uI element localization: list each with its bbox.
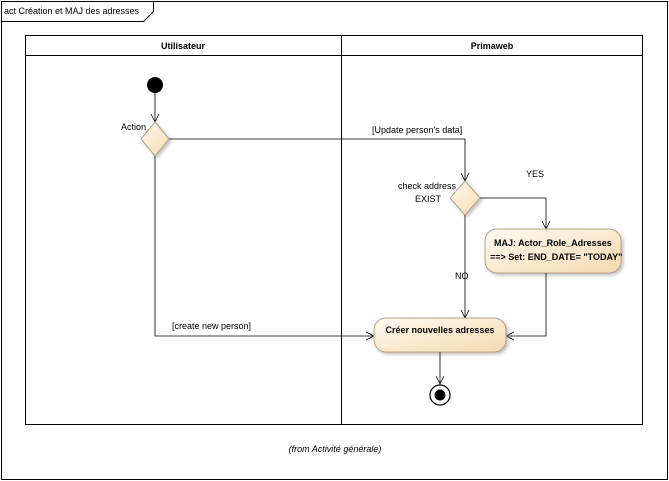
decision-action-label: Action: [121, 122, 146, 132]
frame-title-tab: [1, 1, 154, 22]
initial-node[interactable]: [147, 77, 163, 93]
guard-create-new-person: [create new person]: [172, 321, 251, 331]
flow-maj-to-create: [506, 273, 547, 337]
activity-maj-actor-role-adresses[interactable]: [484, 228, 622, 274]
guard-update-persons-data: [Update person's data]: [372, 125, 462, 135]
guard-no: NO: [455, 271, 469, 281]
decision-check-label-line1: check address: [398, 181, 457, 191]
arrowhead: [435, 375, 445, 385]
flow-yes: [480, 197, 547, 229]
activity-maj-line1: MAJ: Actor_Role_Adresses: [494, 238, 612, 248]
decision-check-label-line2: EXIST: [415, 194, 442, 204]
flow-create-new-person: [154, 156, 374, 337]
activity-creer-nouvelles-adresses[interactable]: [373, 317, 507, 353]
lane-label-primaweb: Primaweb: [471, 41, 514, 51]
frame-title: act Création et MAJ des adresses: [4, 6, 140, 16]
frame-footer: (from Activité générale): [289, 444, 382, 454]
swimlane-container: [25, 35, 643, 425]
activity-maj-line2: ==> Set: END_DATE= "TODAY": [490, 252, 622, 262]
lane-label-utilisateur: Utilisateur: [161, 41, 206, 51]
guard-yes: YES: [526, 169, 544, 179]
flow-update-persons-data: [169, 138, 466, 181]
final-node-inner: [434, 389, 446, 401]
activity-creer-label: Créer nouvelles adresses: [385, 325, 494, 335]
